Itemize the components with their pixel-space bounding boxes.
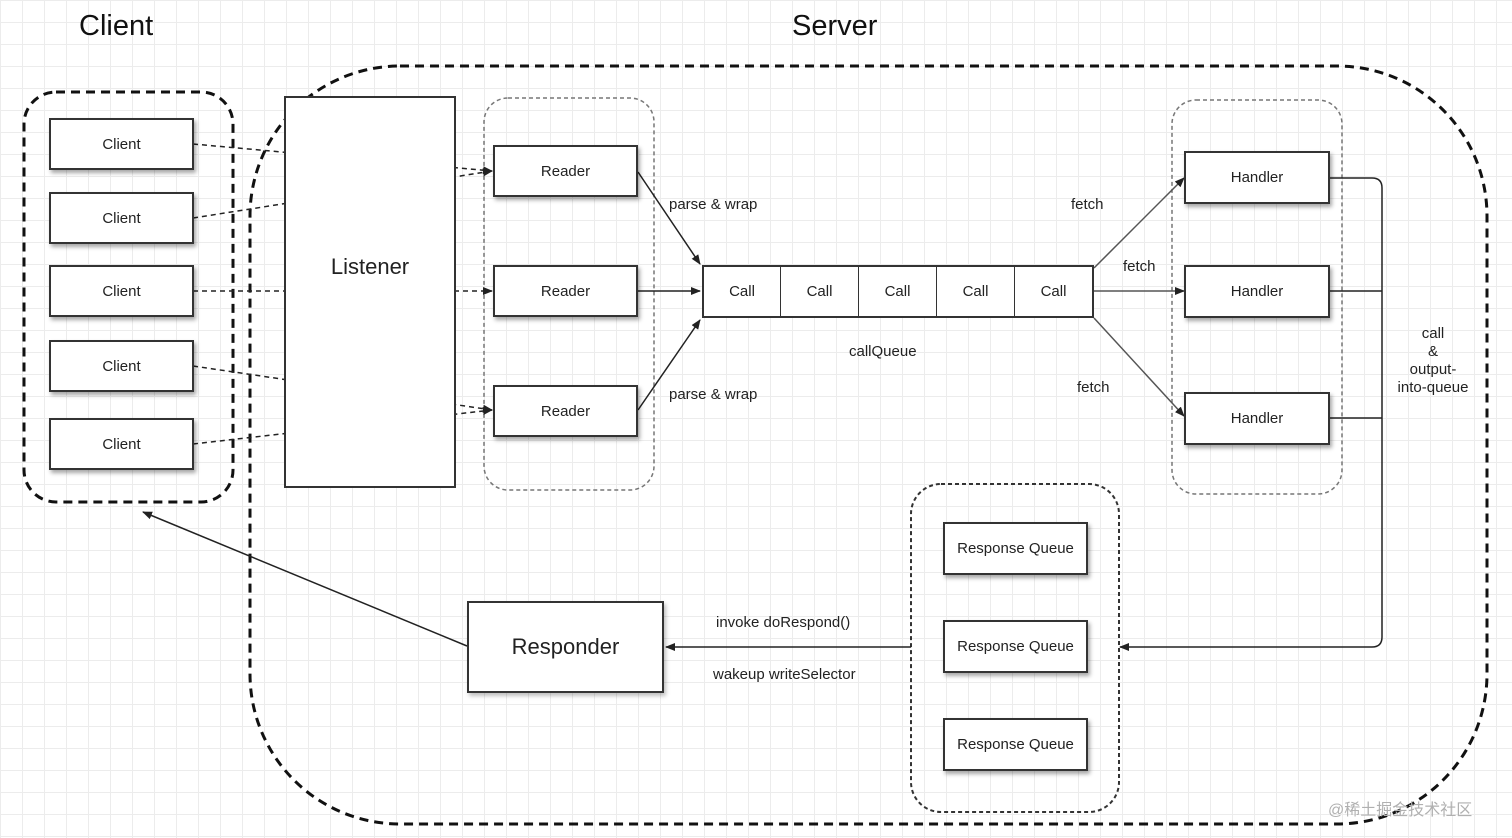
parse-wrap-label-top: parse & wrap (669, 196, 758, 213)
callqueue-handler-arrows (1093, 177, 1185, 417)
fetch-label-top: fetch (1071, 196, 1104, 213)
client-group-outline (22, 90, 235, 504)
reader-box-3[interactable]: Reader (493, 385, 638, 437)
client-box-4[interactable]: Client (49, 340, 194, 392)
client-box-1[interactable]: Client (49, 118, 194, 170)
call-cell-1[interactable]: Call (702, 265, 781, 318)
response-queue-box-3[interactable]: Response Queue (943, 718, 1088, 771)
client-box-5[interactable]: Client (49, 418, 194, 470)
call-output-line-2: & (1427, 343, 1438, 360)
server-title: Server (792, 10, 878, 42)
call-cell-3[interactable]: Call (858, 265, 937, 318)
reader-box-1[interactable]: Reader (493, 145, 638, 197)
client-box-2[interactable]: Client (49, 192, 194, 244)
reader-box-2[interactable]: Reader (493, 265, 638, 317)
responder-box[interactable]: Responder (467, 601, 664, 693)
listener-box[interactable]: Listener (284, 96, 456, 488)
client-box-3[interactable]: Client (49, 265, 194, 317)
call-cell-4[interactable]: Call (936, 265, 1015, 318)
responder-client-arrow (142, 511, 468, 647)
reader-group-outline (483, 97, 655, 491)
handler-box-2[interactable]: Handler (1184, 265, 1330, 318)
reader-callqueue-arrows (637, 171, 701, 411)
response-queue-box-2[interactable]: Response Queue (943, 620, 1088, 673)
handler-group-outline (1171, 99, 1343, 495)
parse-wrap-label-bottom: parse & wrap (669, 386, 758, 403)
response-queue-box-1[interactable]: Response Queue (943, 522, 1088, 575)
client-title: Client (79, 10, 154, 42)
wakeup-label: wakeup writeSelector (713, 666, 856, 683)
call-output-line-3: output- (1409, 361, 1457, 378)
fetch-label-middle: fetch (1123, 258, 1156, 275)
call-output-line-1: call (1421, 325, 1445, 342)
call-cell-2[interactable]: Call (780, 265, 859, 318)
watermark: @稀土掘金技术社区 (1328, 802, 1473, 819)
callqueue-label: callQueue (849, 343, 917, 360)
handler-response-connector (1119, 177, 1383, 651)
handler-box-3[interactable]: Handler (1184, 392, 1330, 445)
fetch-label-bottom: fetch (1077, 379, 1110, 396)
handler-box-1[interactable]: Handler (1184, 151, 1330, 204)
invoke-label: invoke doRespond() (716, 614, 851, 631)
call-output-label: call & output- into-queue (1388, 325, 1478, 397)
call-cell-5[interactable]: Call (1014, 265, 1094, 318)
call-output-line-4: into-queue (1397, 379, 1469, 396)
server-group-outline (248, 64, 1489, 826)
